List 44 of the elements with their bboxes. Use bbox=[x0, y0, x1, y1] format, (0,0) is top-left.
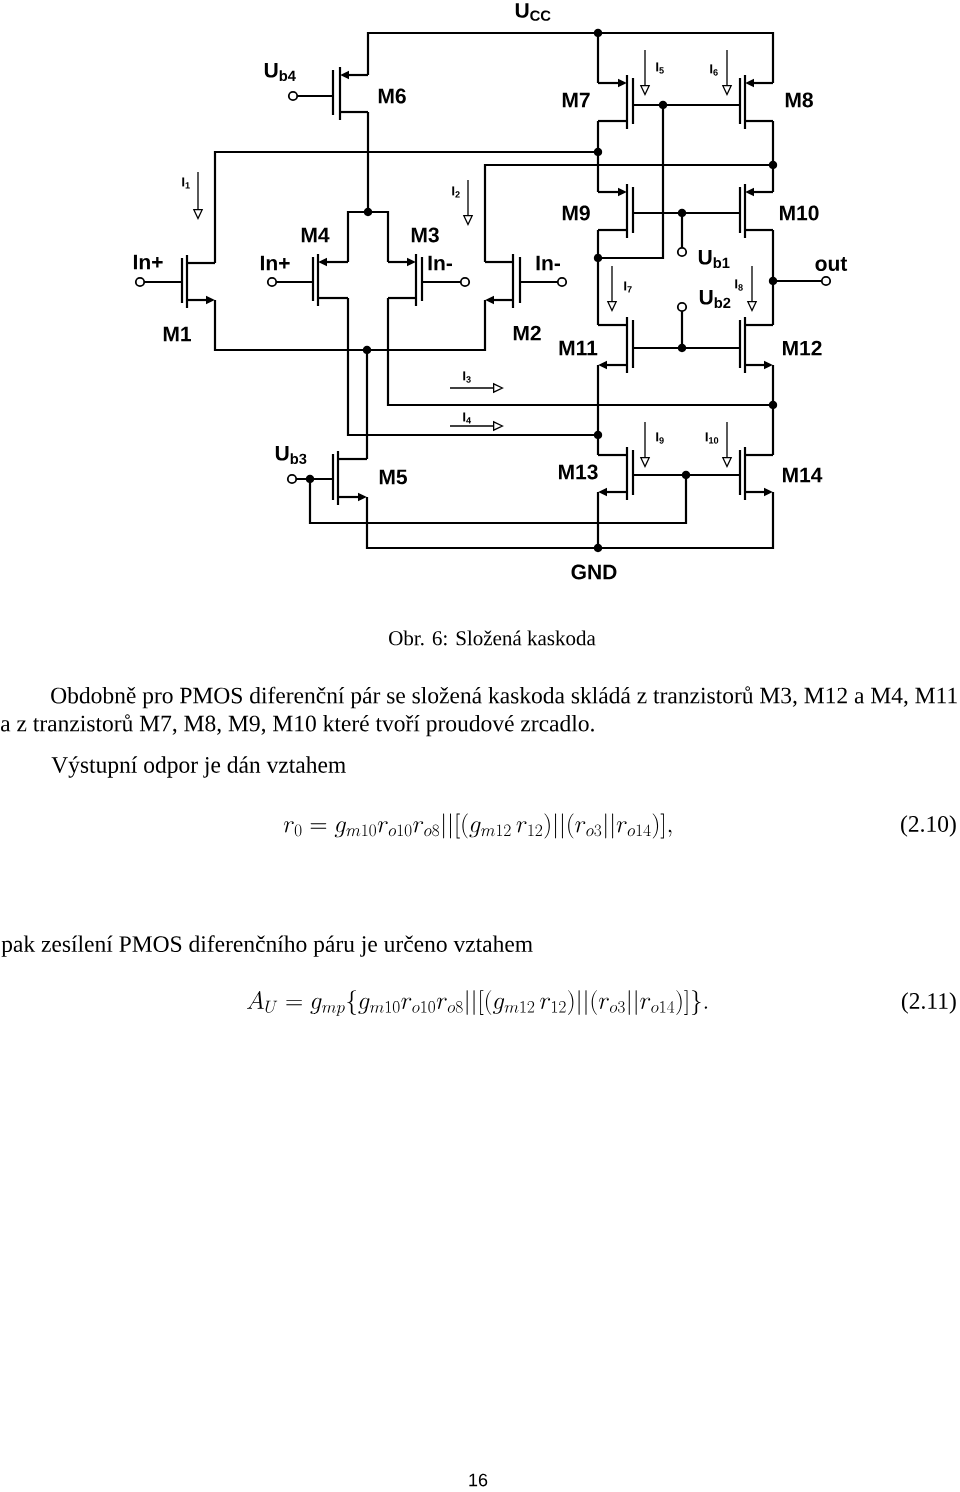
terminal-label: In+ bbox=[133, 254, 163, 270]
transistor-label: M4 bbox=[301, 227, 330, 243]
terminal-label: U$_{b3}$ bbox=[275, 445, 307, 465]
transistor-label: M7 bbox=[562, 92, 590, 108]
page-number: 16 bbox=[469, 1473, 488, 1487]
transistor-label: M3 bbox=[411, 227, 439, 243]
current-label: I$_{9}$ bbox=[656, 432, 664, 444]
terminal-label: In- bbox=[428, 255, 452, 271]
current-label: I$_{4}$ bbox=[463, 412, 472, 424]
transistor-label: M2 bbox=[513, 325, 541, 341]
current-label: I$_{5}$ bbox=[656, 62, 664, 74]
terminal-label: In+ bbox=[260, 255, 290, 271]
formula: $A_U = g_{mp}\{g_{m10}r_{o10}r_{o8}||[(g_{m12}\,r_{12})||(r_{o3}||r_{o14})]\}.$ bbox=[247, 990, 708, 1016]
current-label: I$_{10}$ bbox=[705, 432, 719, 444]
terminal-label: U$_{b4}$ bbox=[264, 62, 296, 82]
current-label: I$_{3}$ bbox=[463, 371, 471, 383]
terminal-label: U$_{b2}$ bbox=[699, 289, 731, 309]
transistor-label: M10 bbox=[780, 205, 819, 221]
terminal-label: GND bbox=[571, 564, 617, 580]
formula: $r_0 = g_{m10}r_{o10}r_{o8}||[(g_{m12}\,r_{12})||(r_{o3}||r_{o14})],$ bbox=[283, 813, 672, 839]
caption: Obr. 6: Složená kaskoda bbox=[389, 630, 596, 646]
text-line: Výstupní odpor je dán vztahem bbox=[51, 756, 346, 778]
equation-number: (2.10) bbox=[901, 815, 956, 837]
current-label: I$_{2}$ bbox=[452, 186, 460, 198]
current-label: I$_{6}$ bbox=[710, 64, 718, 76]
transistor-label: M13 bbox=[559, 464, 598, 480]
transistor-label: M14 bbox=[783, 467, 823, 483]
terminal-label: out bbox=[815, 257, 848, 271]
text-line: pak zesílení PMOS diferenčního páru je určeno vztahem bbox=[1, 935, 533, 957]
current-label: I$_{7}$ bbox=[624, 281, 632, 293]
paragraph: Obdobně pro PMOS diferenční pár se složená kaskoda skládá z tranzistorů M3, M12 a M4, M11 a z tranzistorů M7, M8, M9, M10 které tvoří proudové zrcadlo. bbox=[1, 686, 957, 737]
transistor-label: M8 bbox=[785, 92, 813, 108]
current-label: I$_{1}$ bbox=[182, 177, 190, 189]
equation-number: (2.11) bbox=[901, 992, 956, 1014]
transistor-label: M11 bbox=[559, 340, 598, 356]
terminal-label: In- bbox=[536, 255, 560, 271]
transistor-label: M6 bbox=[378, 88, 406, 104]
transistor-label: M5 bbox=[379, 469, 407, 485]
current-label: I$_{8}$ bbox=[735, 279, 743, 291]
terminal-label: U$_{CC}$ bbox=[515, 3, 551, 21]
transistor-label: M12 bbox=[783, 340, 822, 356]
transistor-label: M1 bbox=[163, 326, 191, 342]
terminal-label: U$_{b1}$ bbox=[698, 249, 730, 269]
transistor-label: M9 bbox=[562, 205, 590, 221]
